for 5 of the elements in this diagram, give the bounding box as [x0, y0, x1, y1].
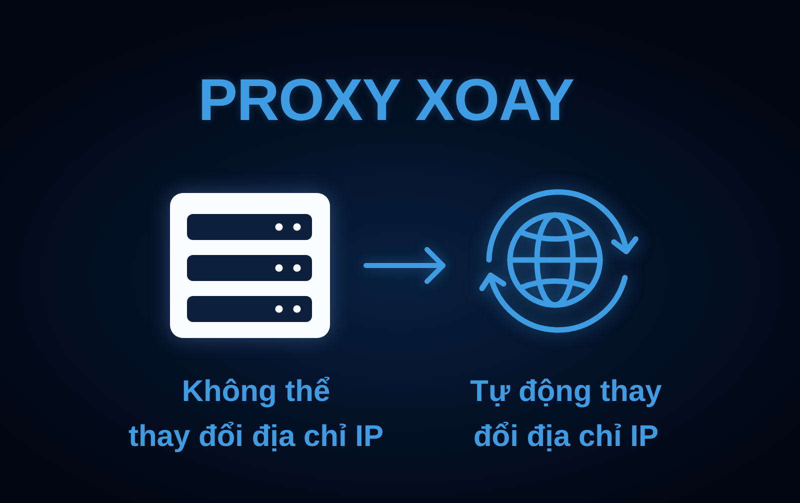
node-label: Tự động thay đổi địa chỉ IP [470, 374, 662, 455]
title: PROXY XOAY [198, 71, 574, 130]
node-label: Không thể thay đổi địa chỉ IP [128, 374, 384, 455]
server-icon [170, 193, 330, 338]
arrow [364, 247, 446, 284]
